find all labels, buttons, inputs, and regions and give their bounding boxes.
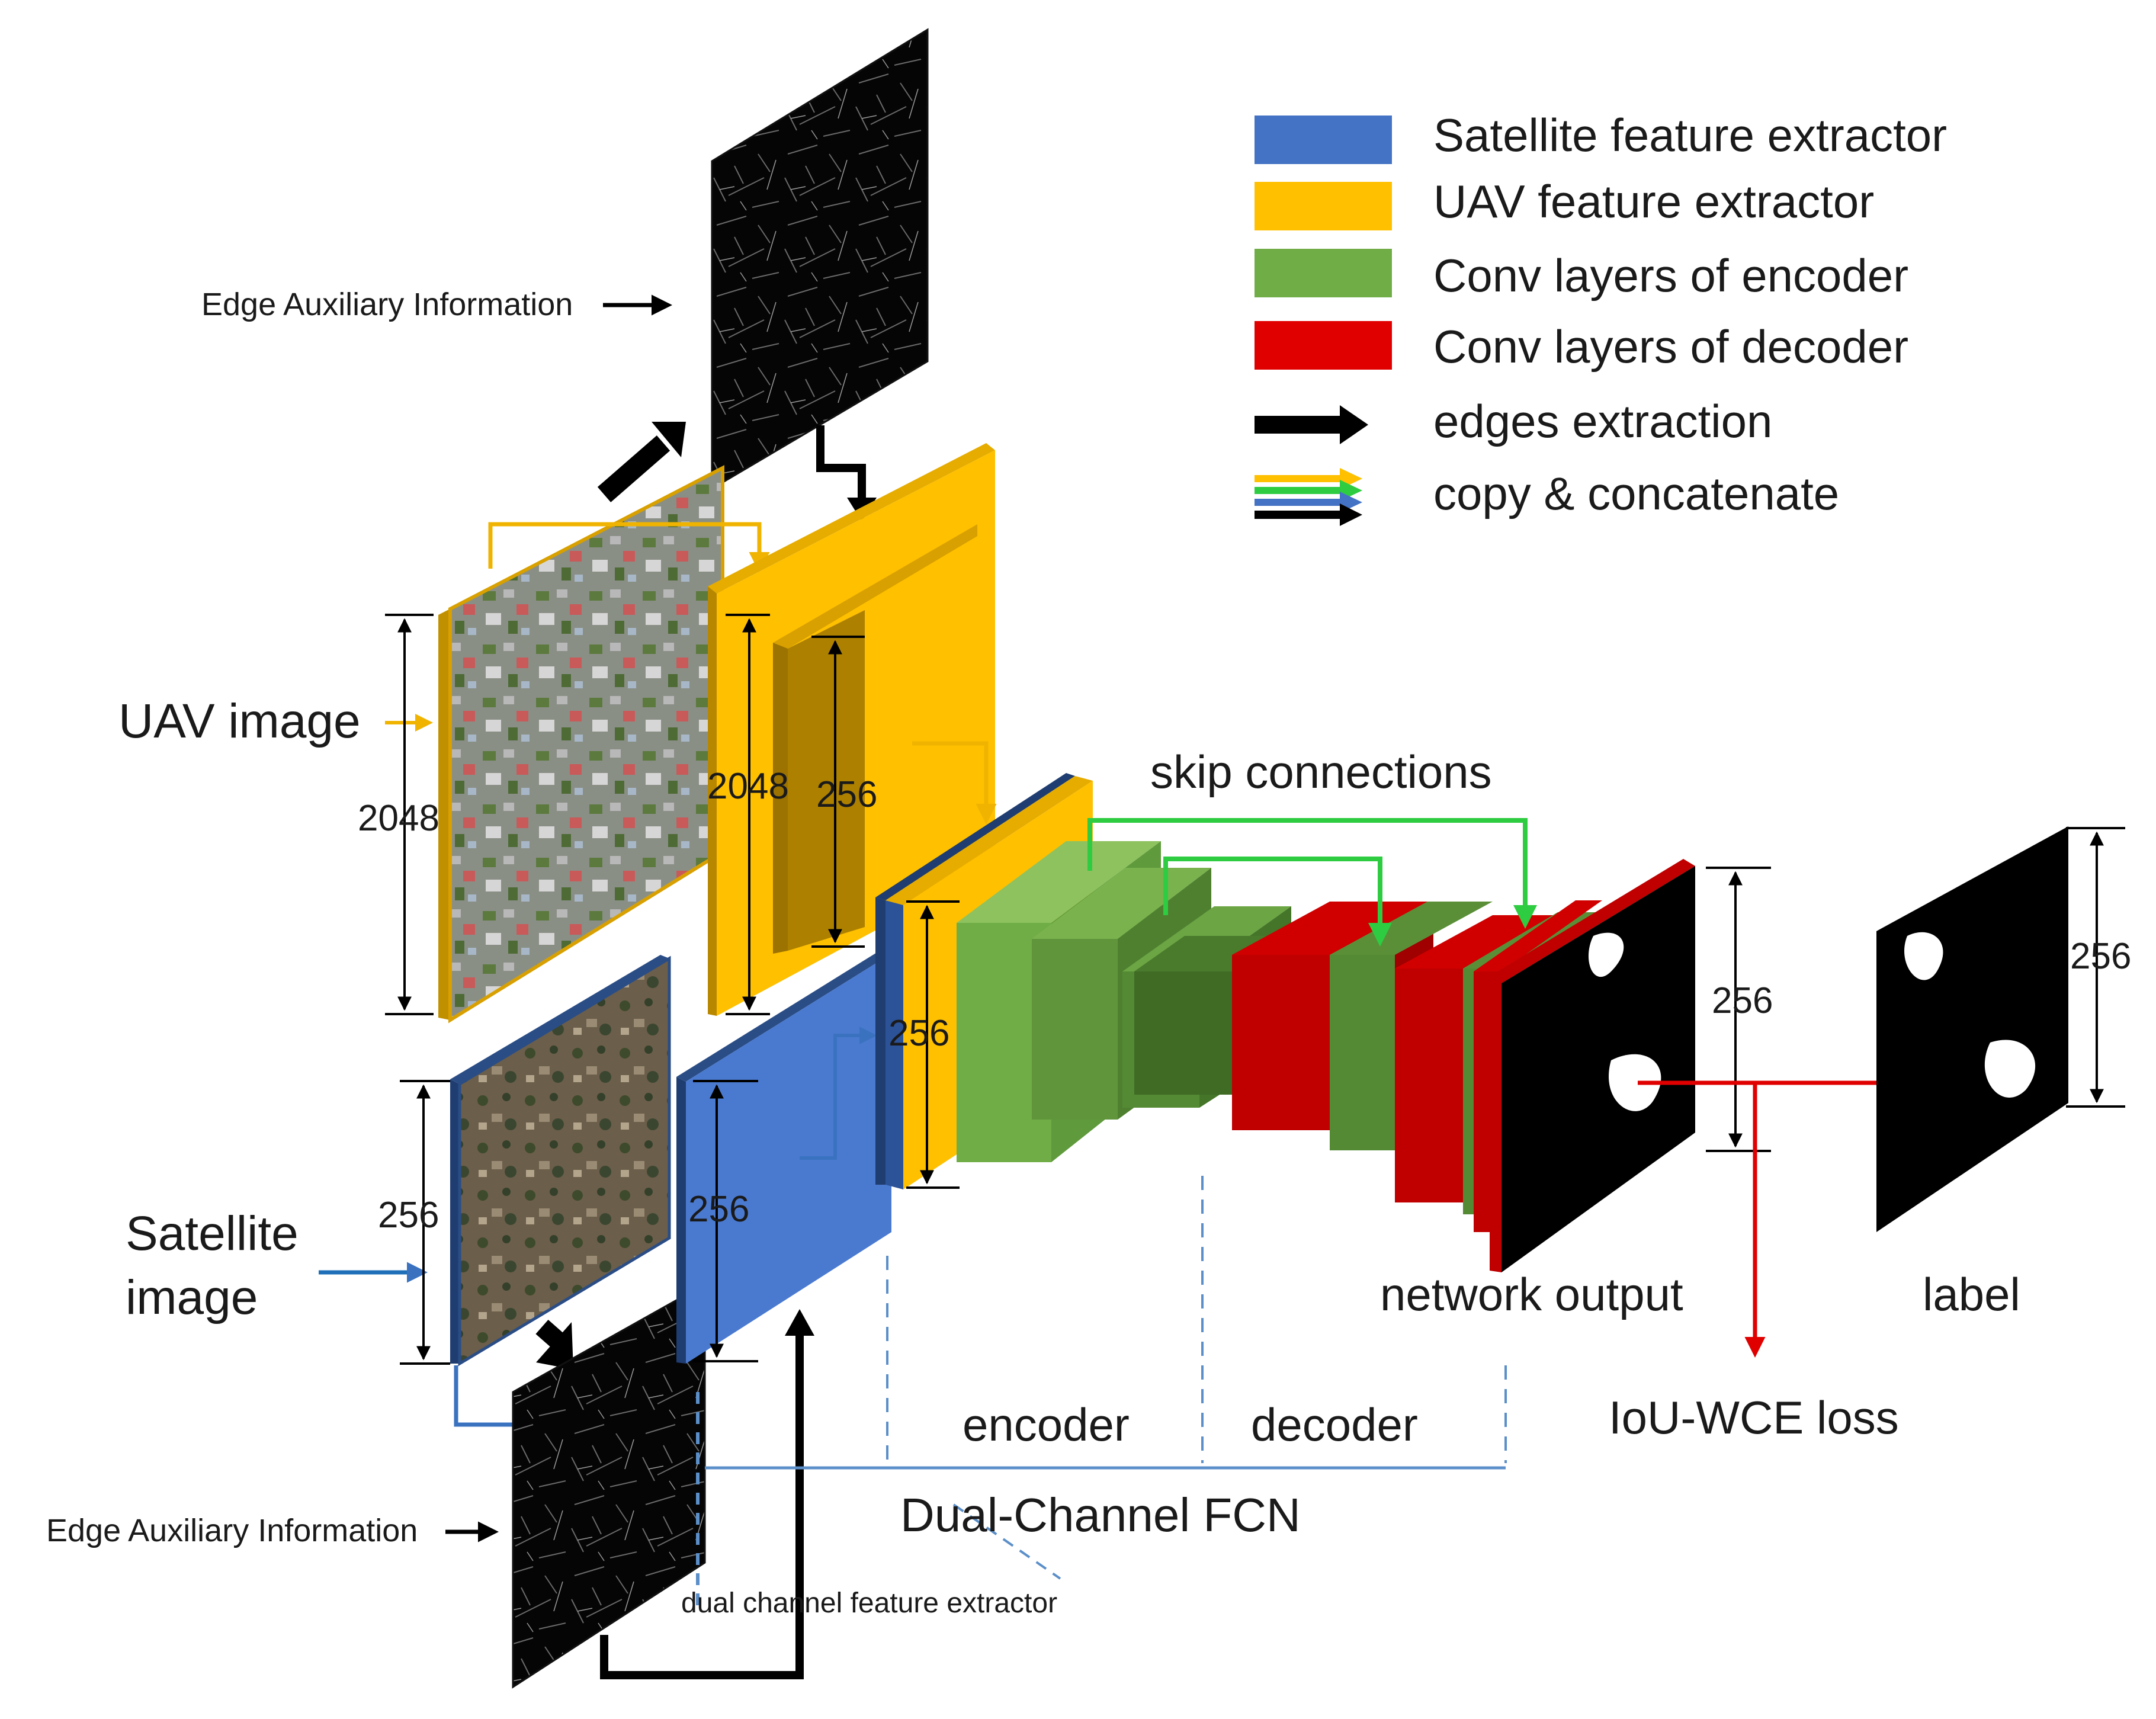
top-edge-map — [711, 28, 929, 490]
edge-aux-label-top: Edge Auxiliary Information — [201, 287, 573, 322]
skip-connections-label: skip connections — [1150, 746, 1492, 798]
legend-swatch-satellite — [1255, 116, 1392, 164]
satellite-image-dim-label: 256 — [378, 1195, 439, 1236]
skip-connection-inner — [1163, 857, 1392, 947]
concat-dimension — [906, 900, 960, 1189]
uav-image-dim-label: 2048 — [358, 798, 439, 839]
satellite-image-dimension — [400, 1080, 450, 1365]
satellite-image-panel — [450, 955, 671, 1367]
concat-dim-label: 256 — [888, 1013, 949, 1054]
legend: Satellite feature extractor UAV feature … — [1255, 109, 1947, 526]
legend-label-satellite: Satellite feature extractor — [1433, 109, 1947, 161]
decoder-label: decoder — [1251, 1399, 1418, 1451]
satellite-image-label-line2: image — [126, 1271, 258, 1324]
encoder-decoder-brackets — [696, 1176, 1507, 1608]
legend-swatch-encoder — [1255, 249, 1392, 297]
network-output-label: network output — [1380, 1268, 1683, 1320]
encoder-label: encoder — [962, 1399, 1130, 1451]
uav-copy-arrow — [488, 522, 770, 573]
legend-concat-arrow-icon — [1255, 468, 1362, 526]
uav-image-label: UAV image — [118, 694, 361, 748]
bottom-edge-map — [512, 1282, 706, 1689]
sat-extractor-dim-label: 256 — [688, 1189, 749, 1230]
uav-to-concat-arrow — [912, 741, 997, 825]
label-dimension — [2066, 827, 2125, 1108]
fcn-label: Dual-Channel FCN — [900, 1489, 1301, 1541]
uav-image-panel — [438, 465, 724, 1024]
legend-label-encoder: Conv layers of encoder — [1433, 249, 1908, 302]
uav-extractor-dimension-inner — [811, 636, 865, 948]
edge-extraction-arrow-bottom-icon — [535, 1319, 573, 1370]
uav-extractor-dim-inner-label: 256 — [816, 774, 877, 815]
legend-label-concat: copy & concatenate — [1433, 467, 1839, 519]
network-output — [1490, 859, 1695, 1272]
label-dim-label: 256 — [2070, 936, 2131, 977]
edge-to-sat-extractor-arrowhead-icon — [785, 1309, 814, 1336]
sat-extractor-dimension — [693, 1080, 758, 1362]
output-dimension — [1706, 867, 1771, 1152]
label-text: label — [1923, 1268, 2020, 1320]
uav-extractor-dim-outer-label: 2048 — [707, 766, 789, 807]
legend-edges-arrow-icon — [1255, 405, 1368, 444]
uav-extractor-dimension-outer — [726, 614, 770, 1015]
satellite-feature-extractor — [676, 949, 891, 1364]
sat-to-concat-arrow — [800, 1027, 877, 1160]
dual-extractor-label: dual channel feature extractor — [681, 1587, 1057, 1619]
skip-connection-outer — [1087, 818, 1537, 929]
legend-label-decoder: Conv layers of decoder — [1433, 320, 1908, 373]
legend-label-uav: UAV feature extractor — [1433, 175, 1874, 227]
output-dim-label: 256 — [1712, 980, 1773, 1021]
legend-swatch-decoder — [1255, 321, 1392, 370]
uav-image-dimension — [385, 614, 434, 1015]
loss-label: IoU-WCE loss — [1609, 1391, 1899, 1444]
edge-extraction-arrow-top-icon — [597, 422, 686, 502]
legend-swatch-uav — [1255, 182, 1392, 230]
edge-aux-label-bottom: Edge Auxiliary Information — [46, 1513, 418, 1548]
label-mask — [1876, 826, 2068, 1232]
satellite-image-label-line1: Satellite — [126, 1207, 299, 1261]
legend-label-edges: edges extraction — [1433, 395, 1772, 447]
edge-to-sat-extractor-arrow — [600, 1334, 804, 1679]
